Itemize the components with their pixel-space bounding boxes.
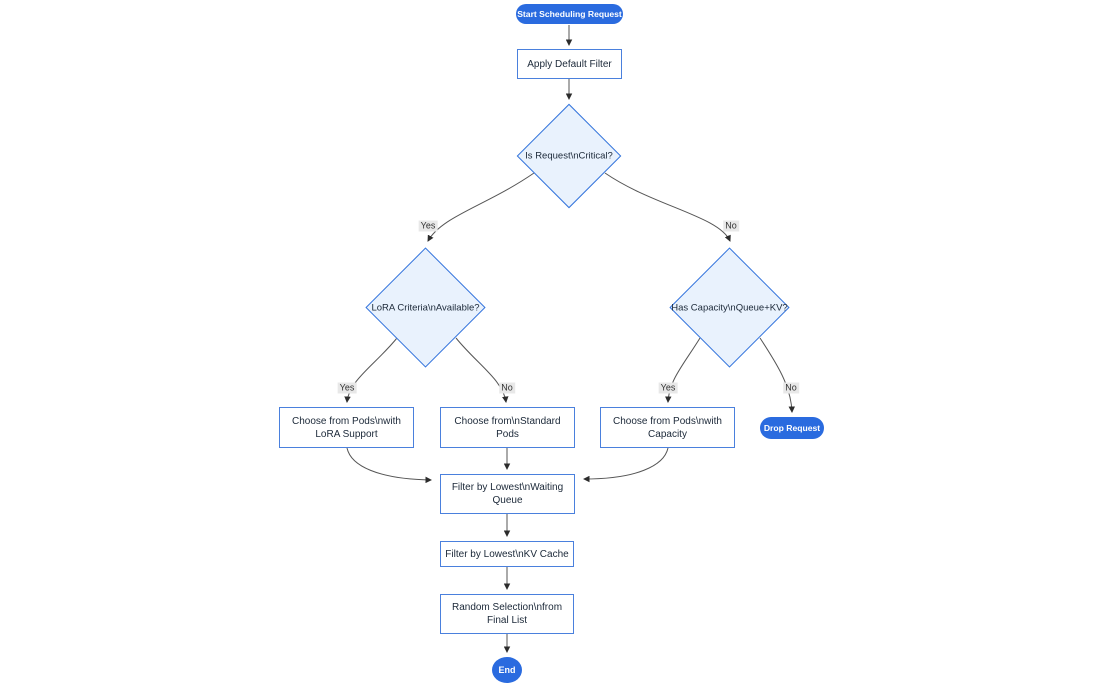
decision-label: LoRA Criteria\nAvailable? — [371, 302, 480, 313]
node-line: Random Selection\nfrom — [451, 602, 563, 613]
node-line: Final List — [486, 615, 527, 626]
edge-lora-no — [455, 337, 509, 403]
edge-critical-no — [604, 172, 731, 242]
edge-label-capacity-no: No — [783, 382, 799, 394]
choose-standard-pods-node: Choose from\nStandard Pods — [440, 407, 575, 448]
edge-label-critical-no: No — [723, 220, 739, 232]
random-selection-node: Random Selection\nfrom Final List — [440, 594, 574, 634]
edge-lora-to-filter — [346, 447, 432, 484]
edge-label-capacity-yes: Yes — [658, 382, 678, 394]
node-line: Queue — [492, 495, 523, 506]
node-line: LoRA Support — [315, 428, 378, 440]
node-line: Pods — [496, 428, 519, 440]
drop-request-node: Drop Request — [760, 417, 824, 439]
edge-lora-yes — [344, 337, 398, 403]
edge-capacity-to-filter — [583, 447, 669, 483]
apply-default-filter-node: Apply Default Filter — [517, 49, 622, 79]
edge-critical-yes — [427, 172, 535, 242]
node-line: Filter by Lowest\nKV Cache — [445, 548, 569, 560]
edge-label-lora-yes: Yes — [337, 382, 357, 394]
decision-label: Is Request\nCritical? — [525, 150, 613, 162]
end-node: End — [492, 657, 522, 683]
node-line: Choose from Pods\nwith — [292, 415, 401, 427]
start-node: Start Scheduling Request — [516, 4, 623, 24]
has-capacity-decision: Has Capacity\nQueue+KV? — [669, 247, 790, 368]
filter-kv-cache-node: Filter by Lowest\nKV Cache — [440, 541, 574, 567]
lora-criteria-decision: LoRA Criteria\nAvailable? — [365, 247, 486, 368]
decision-label: Has Capacity\nQueue+KV? — [671, 302, 788, 313]
edge-capacity-no — [759, 337, 796, 413]
filter-waiting-queue-node: Filter by Lowest\nWaiting Queue — [440, 474, 575, 514]
node-line: Filter by Lowest\nWaiting — [451, 482, 564, 493]
is-request-critical-decision: Is Request\nCritical? — [516, 103, 622, 209]
node-line: Choose from Pods\nwith — [613, 415, 722, 427]
choose-lora-pods-node: Choose from Pods\nwith LoRA Support — [279, 407, 414, 448]
node-line: Choose from\nStandard — [454, 415, 561, 427]
node-line: Capacity — [648, 428, 687, 440]
choose-capacity-pods-node: Choose from Pods\nwith Capacity — [600, 407, 735, 448]
edge-label-critical-yes: Yes — [418, 220, 438, 232]
edge-label-lora-no: No — [499, 382, 515, 394]
edge-capacity-yes — [665, 337, 701, 403]
